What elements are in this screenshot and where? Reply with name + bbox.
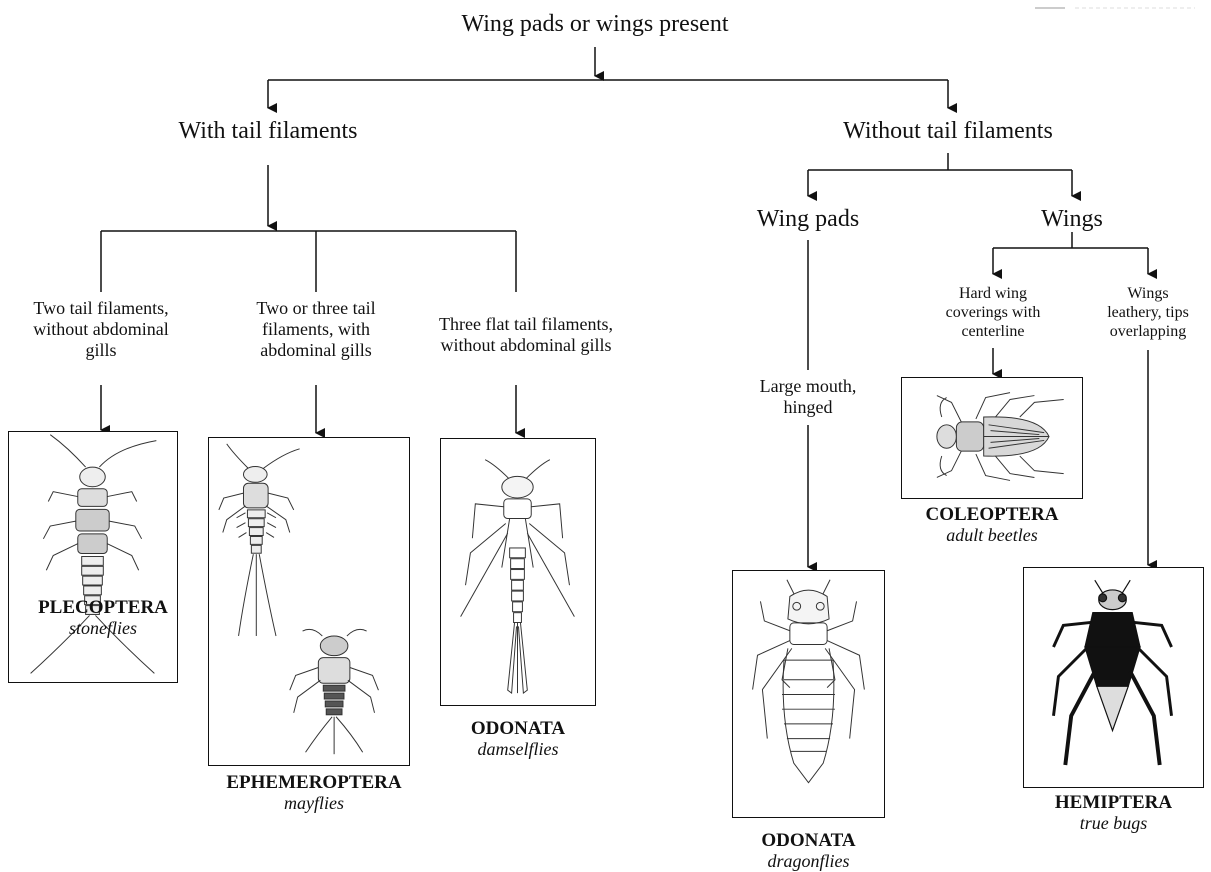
true-bug-icon bbox=[1024, 568, 1202, 786]
hemiptera-common: true bugs bbox=[1013, 813, 1211, 833]
dragonfly-common: dragonflies bbox=[712, 851, 905, 871]
dragonfly-order: ODONATA bbox=[712, 830, 905, 851]
plecoptera-image-box bbox=[8, 431, 178, 683]
damselfly-criteria: Three flat tail filaments, without abdom… bbox=[406, 314, 646, 356]
ephemeroptera-criteria: Two or three tail filaments, with abdomi… bbox=[196, 298, 436, 362]
ephemeroptera-order: EPHEMEROPTERA bbox=[198, 772, 430, 793]
plecoptera-common: stoneflies bbox=[8, 618, 198, 638]
coleoptera-criteria: Hard wing coverings with centerline bbox=[918, 285, 1068, 342]
coleoptera-caption: COLEOPTERA adult beetles bbox=[891, 504, 1093, 545]
plecoptera-order: PLECOPTERA bbox=[8, 597, 198, 618]
damselfly-caption: ODONATA damselflies bbox=[420, 718, 616, 759]
coleoptera-order: COLEOPTERA bbox=[891, 504, 1093, 525]
coleoptera-image-box bbox=[901, 377, 1083, 499]
plecoptera-caption: PLECOPTERA stoneflies bbox=[8, 597, 198, 638]
hemiptera-criteria: Wings leathery, tips overlapping bbox=[1078, 285, 1211, 342]
damselfly-nymph-icon bbox=[441, 439, 594, 704]
dragonfly-nymph-icon bbox=[733, 571, 883, 816]
damselfly-order: ODONATA bbox=[420, 718, 616, 739]
beetle-icon bbox=[902, 378, 1081, 497]
coleoptera-common: adult beetles bbox=[891, 525, 1093, 545]
dragonfly-criteria: Large mouth, hinged bbox=[728, 376, 888, 418]
damselfly-image-box bbox=[440, 438, 596, 706]
plecoptera-criteria: Two tail filaments, without abdominal gi… bbox=[0, 298, 221, 362]
with-tail-label: With tail filaments bbox=[118, 117, 418, 145]
hemiptera-image-box bbox=[1023, 567, 1204, 788]
damselfly-common: damselflies bbox=[420, 739, 616, 759]
dragonfly-caption: ODONATA dragonflies bbox=[712, 830, 905, 871]
wing-pads-label: Wing pads bbox=[718, 205, 898, 233]
root-label: Wing pads or wings present bbox=[395, 10, 795, 38]
mayfly-nymph-icon bbox=[209, 438, 408, 764]
wings-label: Wings bbox=[992, 205, 1152, 233]
hemiptera-order: HEMIPTERA bbox=[1013, 792, 1211, 813]
hemiptera-caption: HEMIPTERA true bugs bbox=[1013, 792, 1211, 833]
ephemeroptera-image-box bbox=[208, 437, 410, 766]
ephemeroptera-common: mayflies bbox=[198, 793, 430, 813]
without-tail-label: Without tail filaments bbox=[798, 117, 1098, 145]
ephemeroptera-caption: EPHEMEROPTERA mayflies bbox=[198, 772, 430, 813]
dragonfly-image-box bbox=[732, 570, 885, 818]
stonefly-nymph-icon bbox=[9, 432, 176, 681]
faint-rule bbox=[1035, 6, 1195, 10]
